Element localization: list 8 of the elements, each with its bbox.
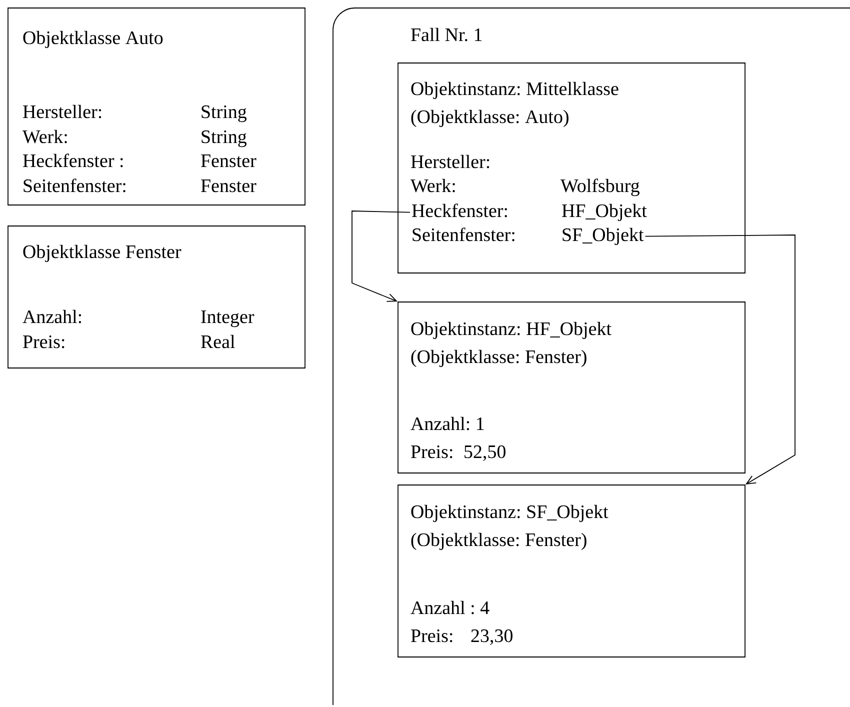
class-box: Objektklasse Auto Hersteller: String Werk: String Heckfenster : Fenster Seitenfenster: Fenster — [8, 8, 306, 206]
arrow — [352, 210, 410, 302]
instance-box: Objektinstanz: HF_Objekt (Objektklasse: Fenster) Anzahl: 1 Preis: 52,50 — [398, 302, 746, 474]
instance-box: Objektinstanz: SF_Objekt (Objektklasse: Fenster) Anzahl : 4 Preis: 23,30 — [398, 484, 746, 658]
class-box: Objektklasse Fenster Anzahl: Integer Preis: Real — [8, 226, 306, 368]
arrow — [644, 234, 796, 485]
attribute-row: Heckfenster: HF_Objekt — [412, 204, 647, 222]
attribute-row: Seitenfenster: SF_Objekt — [412, 228, 644, 246]
